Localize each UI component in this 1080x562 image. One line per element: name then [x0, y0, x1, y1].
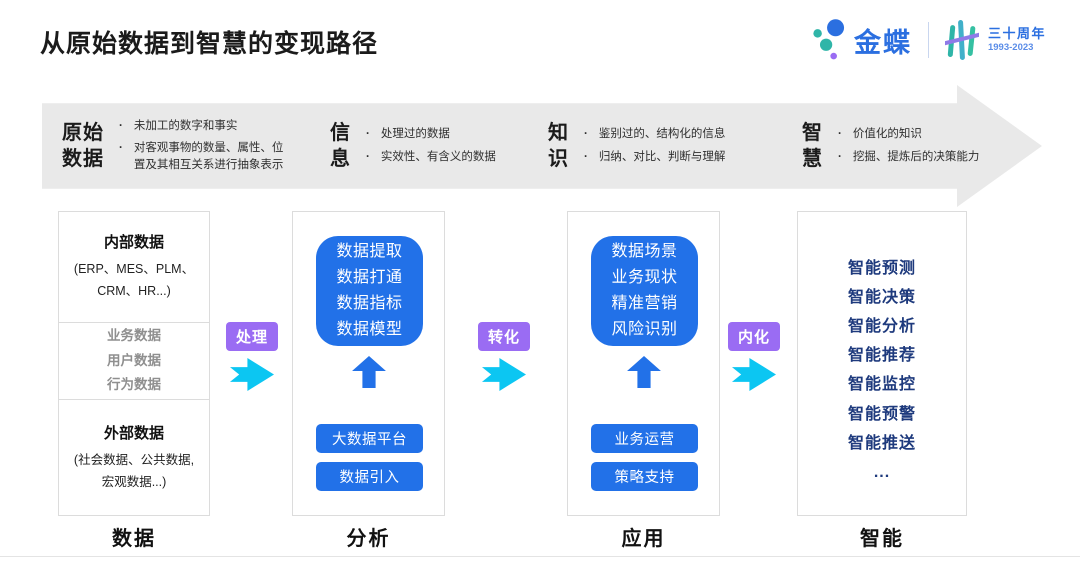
intelligence-item: 智能推荐 [847, 347, 916, 365]
connector-tag: 转化 [478, 322, 530, 351]
bottom-divider [0, 556, 1080, 557]
stage-bullets: 鉴别过的、结构化的信息 归纳、对比、判断与理解 [577, 126, 726, 166]
external-data-detail: (社会数据、公共数据, 宏观数据...) [73, 452, 195, 489]
stage-title: 智 慧 [802, 122, 823, 170]
external-data-title: 外部数据 [103, 424, 164, 442]
bullet-text: 处理过的数据 [380, 128, 450, 141]
bullet-text: 实效性、有含义的数据 [380, 150, 496, 163]
bullet-text: 鉴别过的、结构化的信息 [598, 128, 726, 141]
logo-divider [927, 22, 929, 58]
stage-title: 信 息 [330, 122, 351, 170]
bullet-text: 未加工的数字和事实 [133, 119, 238, 132]
bullet-text: 价值化的知识 [852, 128, 922, 141]
stage-bullet: 实效性、有含义的数据 [359, 149, 496, 166]
bullet-text: 对客观事物的数量、属性、位 置及其相互关系进行抽象表示 [133, 141, 284, 172]
support-button: 业务运营 [591, 424, 698, 453]
middle-data-item: 行为数据 [107, 377, 161, 393]
analysis-core-box: 数据提取 数据打通 数据指标 数据模型 [316, 236, 423, 346]
core-line: 数据打通 [336, 269, 403, 287]
core-line: 风险识别 [611, 320, 678, 338]
anniversary-title: 三十周年 [987, 25, 1046, 41]
support-button: 策略支持 [591, 462, 698, 491]
analysis-box: 数据提取 数据打通 数据指标 数据模型 大数据平台 数据引入 [292, 211, 445, 516]
core-line: 数据模型 [336, 320, 403, 338]
column-label-analysis: 分析 [346, 528, 391, 550]
column-label-application: 应用 [621, 528, 666, 550]
stage-bullets: 价值化的知识 挖掘、提炼后的决策能力 [831, 126, 980, 166]
stage-bullets: 处理过的数据 实效性、有含义的数据 [359, 126, 496, 166]
data-sources-box: 内部数据 (ERP、MES、PLM、 CRM、HR...) 业务数据 用户数据 … [58, 211, 210, 516]
intelligence-item: 智能预测 [847, 260, 916, 277]
application-box: 数据场景 业务现状 精准营销 风险识别 业务运营 策略支持 [567, 211, 720, 516]
intelligence-item: 智能推送 [847, 434, 916, 452]
banner-stage-information: 信 息 处理过的数据 实效性、有含义的数据 [330, 103, 496, 189]
column-label-data: 数据 [112, 528, 156, 550]
middle-data-item: 用户数据 [107, 352, 161, 368]
thirty-anniversary-mark-icon [944, 19, 979, 60]
intelligence-item: 智能监控 [847, 376, 916, 394]
page-title: 从原始数据到智慧的变现路径 [40, 30, 379, 58]
intelligence-item: 智能分析 [847, 318, 916, 336]
brand-name: 金蝶 [853, 27, 912, 58]
anniversary-text: 三十周年 1993-2023 [988, 26, 1046, 54]
banner-stage-knowledge: 知 识 鉴别过的、结构化的信息 归纳、对比、判断与理解 [548, 103, 725, 189]
right-arrow-icon [482, 358, 526, 391]
stage-bullet: 对客观事物的数量、属性、位 置及其相互关系进行抽象表示 [112, 140, 284, 175]
stage-bullet: 价值化的知识 [831, 126, 979, 143]
kingdee-logo: 金蝶 三十周年 1993-2023 [811, 16, 1046, 64]
column-label-intelligence: 智能 [860, 528, 904, 550]
core-line: 业务现状 [611, 269, 678, 287]
connector-tag: 处理 [226, 322, 278, 351]
banner-stage-raw-data: 原始 数据 未加工的数字和事实 对客观事物的数量、属性、位 置及其相互关系进行抽… [62, 103, 283, 189]
intelligence-list: 智能预测 智能决策 智能分析 智能推荐 智能监控 智能预警 智能推送 ... [798, 254, 966, 487]
connector-transform: 转化 [478, 322, 530, 391]
support-button: 数据引入 [316, 462, 423, 491]
stage-bullet: 挖掘、提炼后的决策能力 [831, 149, 980, 166]
stage-bullets: 未加工的数字和事实 对客观事物的数量、属性、位 置及其相互关系进行抽象表示 [112, 118, 284, 175]
connector-internalize: 内化 [728, 322, 780, 391]
stage-bullet: 鉴别过的、结构化的信息 [577, 126, 726, 143]
support-button: 大数据平台 [316, 424, 423, 453]
intelligence-item: 智能预警 [847, 405, 916, 423]
intelligence-item-ellipsis: ... [873, 463, 891, 481]
application-core-box: 数据场景 业务现状 精准营销 风险识别 [591, 236, 698, 346]
bullet-text: 挖掘、提炼后的决策能力 [852, 150, 980, 163]
right-arrow-icon [732, 358, 776, 391]
external-data-section: 外部数据 (社会数据、公共数据, 宏观数据...) [59, 400, 209, 515]
middle-data-item: 业务数据 [107, 327, 161, 343]
connector-tag: 内化 [728, 322, 780, 351]
internal-data-section: 内部数据 (ERP、MES、PLM、 CRM、HR...) [59, 212, 209, 323]
banner-arrow: 原始 数据 未加工的数字和事实 对客观事物的数量、属性、位 置及其相互关系进行抽… [42, 85, 1042, 207]
banner-stage-wisdom: 智 慧 价值化的知识 挖掘、提炼后的决策能力 [802, 103, 979, 189]
internal-data-title: 内部数据 [103, 234, 164, 252]
right-arrow-icon [230, 358, 274, 391]
bullet-text: 归纳、对比、判断与理解 [598, 150, 726, 163]
kingdee-dots-icon [813, 19, 845, 60]
stage-bullet: 处理过的数据 [359, 126, 496, 143]
core-line: 数据场景 [611, 243, 678, 261]
up-arrow-icon [626, 356, 661, 388]
intelligence-item: 智能决策 [847, 289, 916, 307]
intelligence-box: 智能预测 智能决策 智能分析 智能推荐 智能监控 智能预警 智能推送 ... [797, 211, 967, 516]
middle-data-section: 业务数据 用户数据 行为数据 [59, 323, 209, 400]
stage-bullet: 未加工的数字和事实 [112, 118, 283, 135]
core-line: 数据指标 [336, 295, 403, 312]
stage-title: 知 识 [548, 122, 569, 170]
core-line: 精准营销 [611, 295, 678, 312]
stage-bullet: 归纳、对比、判断与理解 [577, 149, 726, 166]
anniversary-years: 1993-2023 [987, 42, 1034, 54]
core-line: 数据提取 [336, 243, 403, 261]
connector-process: 处理 [226, 322, 278, 391]
internal-data-detail: (ERP、MES、PLM、 CRM、HR...) [73, 262, 195, 298]
up-arrow-icon [351, 356, 386, 388]
stage-title: 原始 数据 [62, 122, 104, 170]
